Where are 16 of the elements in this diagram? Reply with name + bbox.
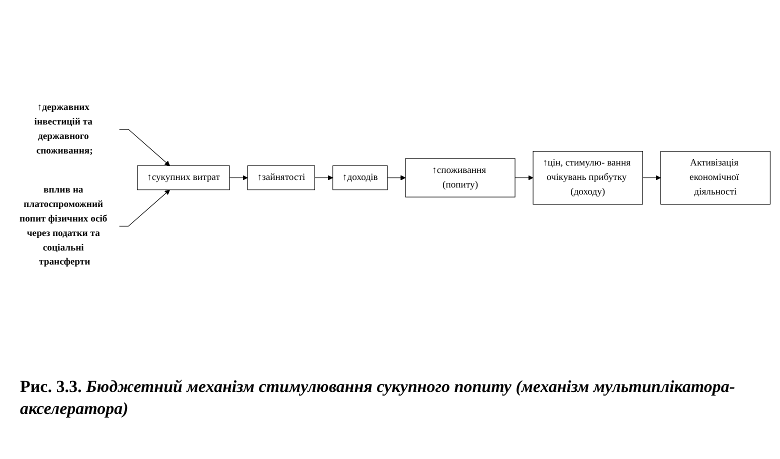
arrow [119, 190, 170, 227]
node-box: Активізація економічної діяльності [660, 151, 770, 205]
arrow [642, 175, 661, 180]
arrow [314, 175, 334, 180]
arrow [119, 129, 170, 166]
arrow [387, 175, 406, 180]
arrow [514, 175, 534, 180]
node-box: ↑зайнятості [247, 165, 316, 190]
node-box: ↑споживання (попиту) [405, 158, 516, 198]
node-box: ↑цін, стимулю- вання очікувань прибутку (доходу) [532, 151, 643, 205]
node-box: ↑сукупних витрат [137, 165, 230, 190]
caption: Рис. 3.3. Бюджетний механізм стимулювання сукупного попиту (механізм мультиплікатора-акселератора) [20, 376, 736, 420]
arrow [229, 175, 248, 180]
node-box: ↑доходів [332, 165, 388, 190]
node-text: вплив на платоспроможний попит фізичних осіб через податки та соціальні трансферти [20, 184, 108, 268]
node-text: ↑державних інвестицій та державного споживання; [34, 102, 93, 156]
